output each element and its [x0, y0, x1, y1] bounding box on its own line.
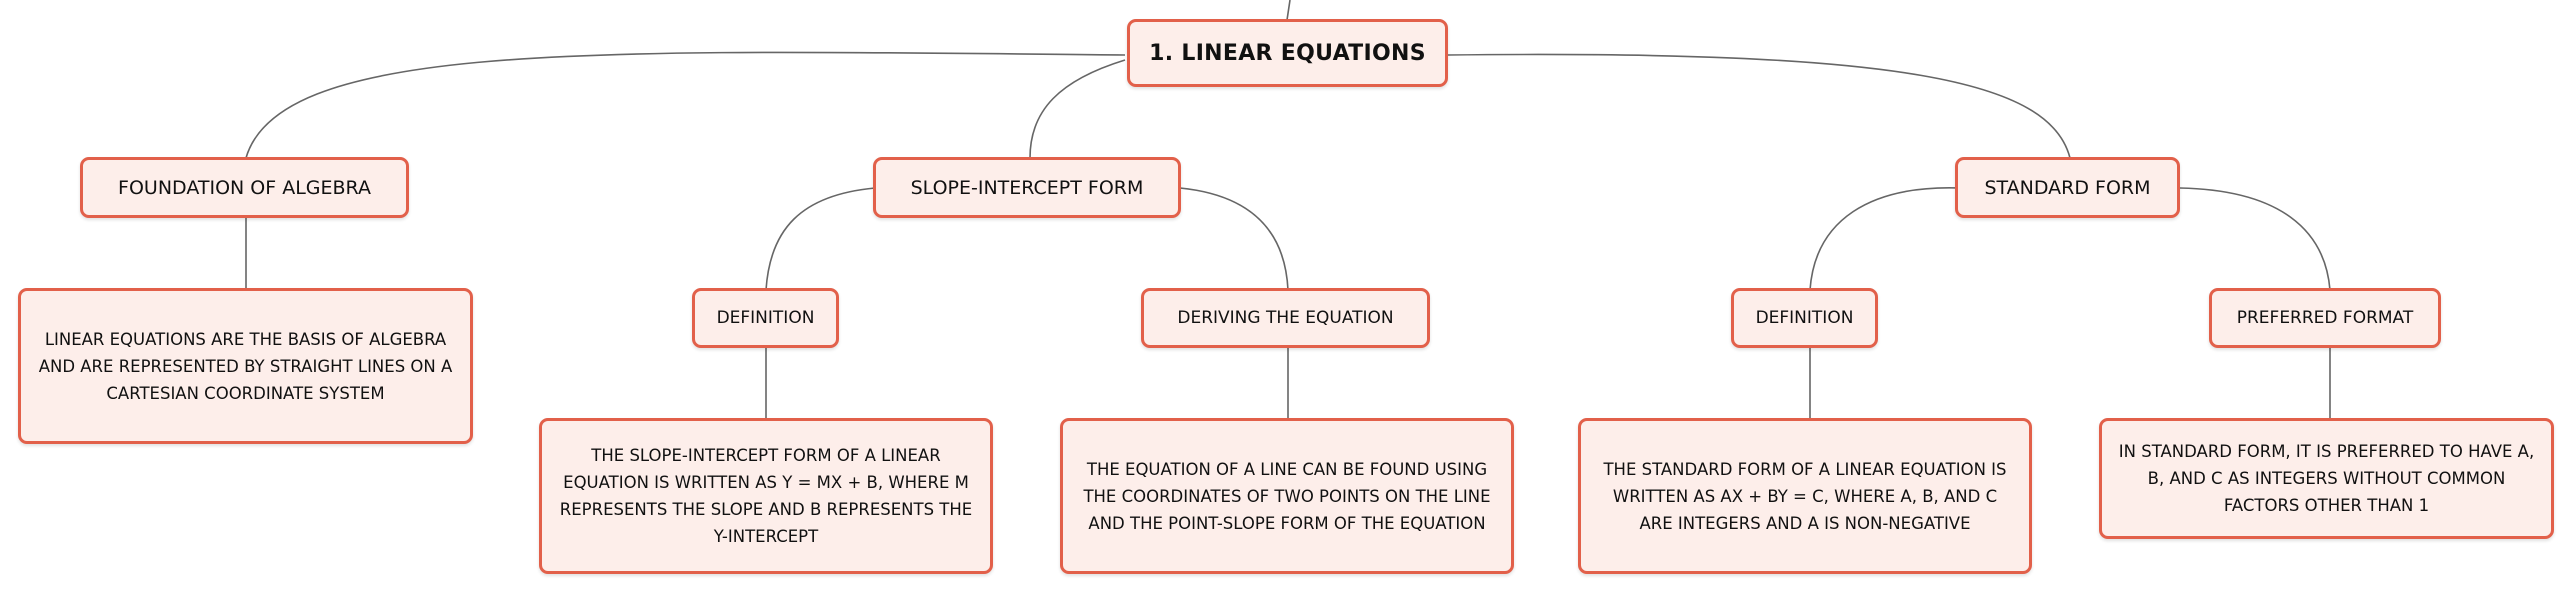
topic-foundation-of-algebra[interactable]: FOUNDATION OF ALGEBRA: [80, 157, 409, 218]
subtopic-label: DERIVING THE EQUATION: [1177, 308, 1394, 328]
edge-slope-deriving: [1179, 187, 1289, 291]
leaf-text: THE SLOPE-INTERCEPT FORM OF A LINEAR EQU…: [559, 446, 973, 546]
subtopic-label: DEFINITION: [1755, 308, 1854, 328]
edge-root-standard: [1447, 53, 2071, 159]
edge-root-slope: [1029, 59, 1126, 159]
edge-slope-definition: [765, 187, 876, 291]
subtopic-slope-definition[interactable]: DEFINITION: [692, 288, 839, 348]
root-label: 1. LINEAR EQUATIONS: [1149, 40, 1426, 66]
leaf-slope-definition[interactable]: THE SLOPE-INTERCEPT FORM OF A LINEAR EQU…: [539, 418, 993, 574]
topic-slope-intercept-form[interactable]: SLOPE-INTERCEPT FORM: [873, 157, 1181, 218]
topic-standard-form[interactable]: STANDARD FORM: [1955, 157, 2180, 218]
leaf-text: IN STANDARD FORM, IT IS PREFERRED TO HAV…: [2118, 442, 2535, 515]
subtopic-deriving-the-equation[interactable]: DERIVING THE EQUATION: [1141, 288, 1430, 348]
leaf-foundation-of-algebra[interactable]: LINEAR EQUATIONS ARE THE BASIS OF ALGEBR…: [18, 288, 473, 444]
edge-standard-preferred: [2179, 187, 2331, 291]
leaf-text: LINEAR EQUATIONS ARE THE BASIS OF ALGEBR…: [38, 329, 453, 403]
leaf-text: THE STANDARD FORM OF A LINEAR EQUATION I…: [1603, 459, 2007, 533]
leaf-deriving-the-equation[interactable]: THE EQUATION OF A LINE CAN BE FOUND USIN…: [1060, 418, 1514, 574]
subtopic-label: PREFERRED FORMAT: [2236, 308, 2414, 328]
subtopic-preferred-format[interactable]: PREFERRED FORMAT: [2209, 288, 2441, 348]
edge-root-incoming: [1286, 0, 1291, 21]
topic-label: FOUNDATION OF ALGEBRA: [118, 176, 371, 199]
subtopic-standard-definition[interactable]: DEFINITION: [1731, 288, 1878, 348]
leaf-standard-definition[interactable]: THE STANDARD FORM OF A LINEAR EQUATION I…: [1578, 418, 2032, 574]
edge-standard-definition: [1809, 187, 1961, 291]
root-node[interactable]: 1. LINEAR EQUATIONS: [1127, 19, 1448, 87]
leaf-preferred-format[interactable]: IN STANDARD FORM, IT IS PREFERRED TO HAV…: [2099, 418, 2554, 539]
subtopic-label: DEFINITION: [716, 308, 815, 328]
topic-label: STANDARD FORM: [1984, 176, 2151, 199]
edge-root-foundation: [245, 51, 1126, 159]
topic-label: SLOPE-INTERCEPT FORM: [910, 176, 1144, 199]
leaf-text: THE EQUATION OF A LINE CAN BE FOUND USIN…: [1083, 459, 1491, 533]
